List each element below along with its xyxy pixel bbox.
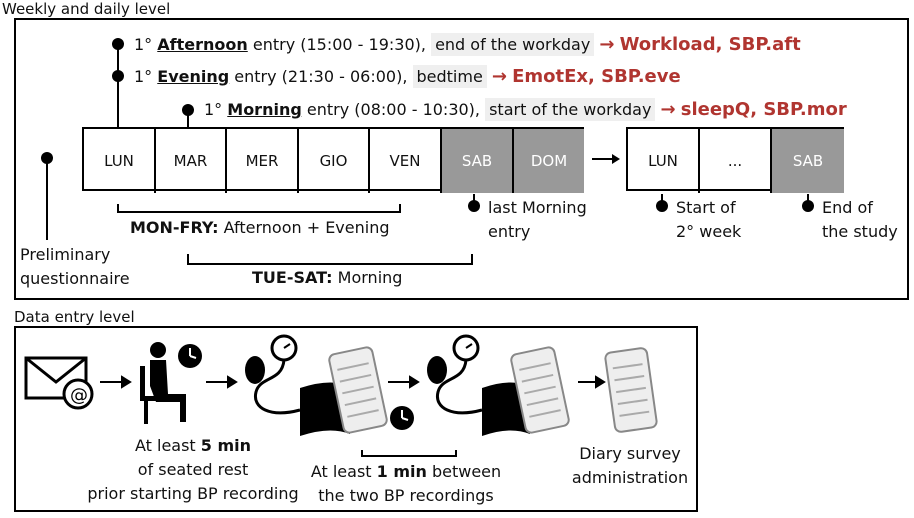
flow-arrows bbox=[100, 375, 606, 389]
diary-note: Diary survey administration bbox=[571, 444, 689, 487]
day-gio: GIO bbox=[299, 129, 370, 193]
arrow-red: → bbox=[660, 99, 676, 120]
preliminary-label: Preliminary questionnaire bbox=[20, 245, 130, 288]
between-note: At least 1 min between the two BP record… bbox=[310, 462, 502, 505]
evening-entry: 1° Evening entry (21:30 - 06:00), bedtim… bbox=[134, 65, 681, 88]
afternoon-dot bbox=[112, 38, 124, 50]
weekly-frame bbox=[14, 18, 909, 300]
clock-icon bbox=[178, 344, 202, 368]
svg-text:@: @ bbox=[70, 385, 88, 406]
day-lun: LUN bbox=[84, 129, 156, 193]
day-mar: MAR bbox=[156, 129, 227, 193]
day-dom: DOM bbox=[514, 129, 584, 193]
afternoon-entry: 1° Afternoon entry (15:00 - 19:30), end … bbox=[134, 33, 801, 56]
last-morning-label: last Morning entry bbox=[488, 198, 587, 241]
email-icon: @ bbox=[24, 356, 94, 410]
week-arrow bbox=[612, 154, 620, 164]
weekly-connectors bbox=[41, 38, 814, 265]
morning-entry: 1° Morning entry (08:00 - 10:30), start … bbox=[204, 98, 847, 121]
weekly-section-title: Weekly and daily level bbox=[2, 0, 171, 18]
data-entry-frame bbox=[14, 326, 698, 512]
mon-fry-label: MON-FRY: Afternoon + Evening bbox=[130, 218, 390, 237]
last-morning-dot bbox=[468, 200, 480, 212]
day-sab: SAB bbox=[442, 129, 514, 193]
evening-dot bbox=[112, 70, 124, 82]
clock-icon bbox=[390, 406, 414, 430]
tue-sat-label: TUE-SAT: Morning bbox=[252, 268, 403, 287]
start-second-week-dot bbox=[656, 200, 668, 212]
arrow-red: → bbox=[491, 66, 507, 87]
day2-sab: SAB bbox=[772, 129, 844, 193]
arrow-red: → bbox=[599, 34, 615, 55]
day2-ellipsis: ... bbox=[700, 129, 772, 193]
afternoon-outcome: Workload, SBP.aft bbox=[619, 34, 801, 55]
data-entry-graphics: @ bbox=[24, 334, 658, 457]
rest-note: At least 5 min of seated rest prior star… bbox=[87, 436, 299, 503]
end-study-dot bbox=[802, 200, 814, 212]
bp-monitor-icon bbox=[427, 334, 530, 436]
tue-sat-bracket bbox=[187, 254, 473, 265]
week1-days: LUN MAR MER GIO VEN SAB DOM bbox=[82, 127, 584, 193]
start-second-week-label: Start of 2° week bbox=[676, 198, 742, 241]
mon-fry-bracket bbox=[117, 204, 401, 213]
day-mer: MER bbox=[227, 129, 299, 193]
bp-monitor-icon bbox=[245, 334, 350, 436]
phone-icon bbox=[604, 347, 658, 433]
morning-dot bbox=[182, 104, 194, 116]
day2-lun: LUN bbox=[628, 129, 700, 193]
day-ven: VEN bbox=[370, 129, 442, 193]
seated-person-icon bbox=[140, 342, 186, 424]
morning-outcome: sleepQ, SBP.mor bbox=[680, 99, 847, 120]
phone-icon bbox=[510, 346, 570, 434]
between-bracket bbox=[361, 450, 457, 457]
end-study-label: End of the study bbox=[822, 198, 898, 241]
phone-icon bbox=[328, 346, 388, 434]
evening-outcome: EmotEx, SBP.eve bbox=[512, 66, 681, 87]
data-entry-section-title: Data entry level bbox=[14, 308, 135, 326]
week2-days: LUN ... SAB bbox=[626, 127, 844, 193]
